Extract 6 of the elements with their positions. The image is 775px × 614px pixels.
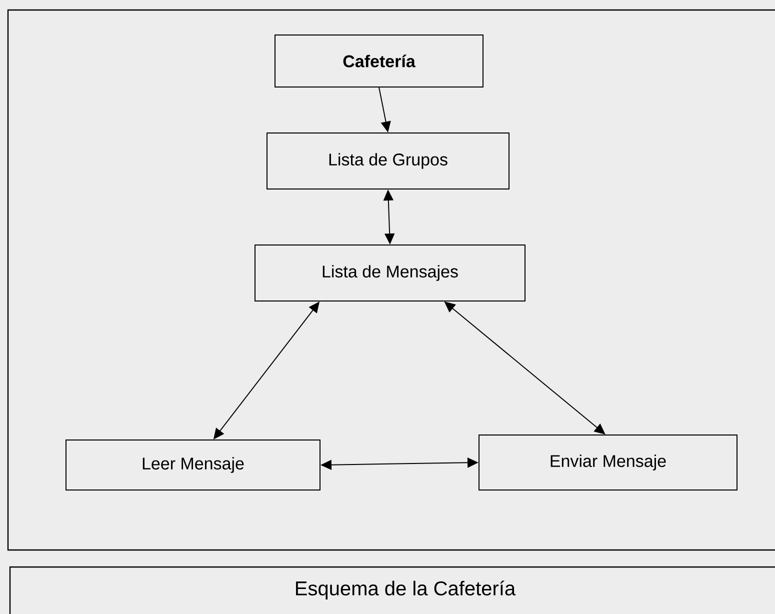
process-box: Leer Mensaje bbox=[66, 440, 320, 490]
process-box: Enviar Mensaje bbox=[478, 434, 738, 490]
process-box: Lista de Grupos bbox=[266, 132, 510, 190]
caption-box: Esquema de la Cafetería bbox=[9, 566, 775, 614]
process-box: Cafetería bbox=[274, 34, 484, 88]
process-box: Lista de Mensajes bbox=[254, 244, 526, 302]
